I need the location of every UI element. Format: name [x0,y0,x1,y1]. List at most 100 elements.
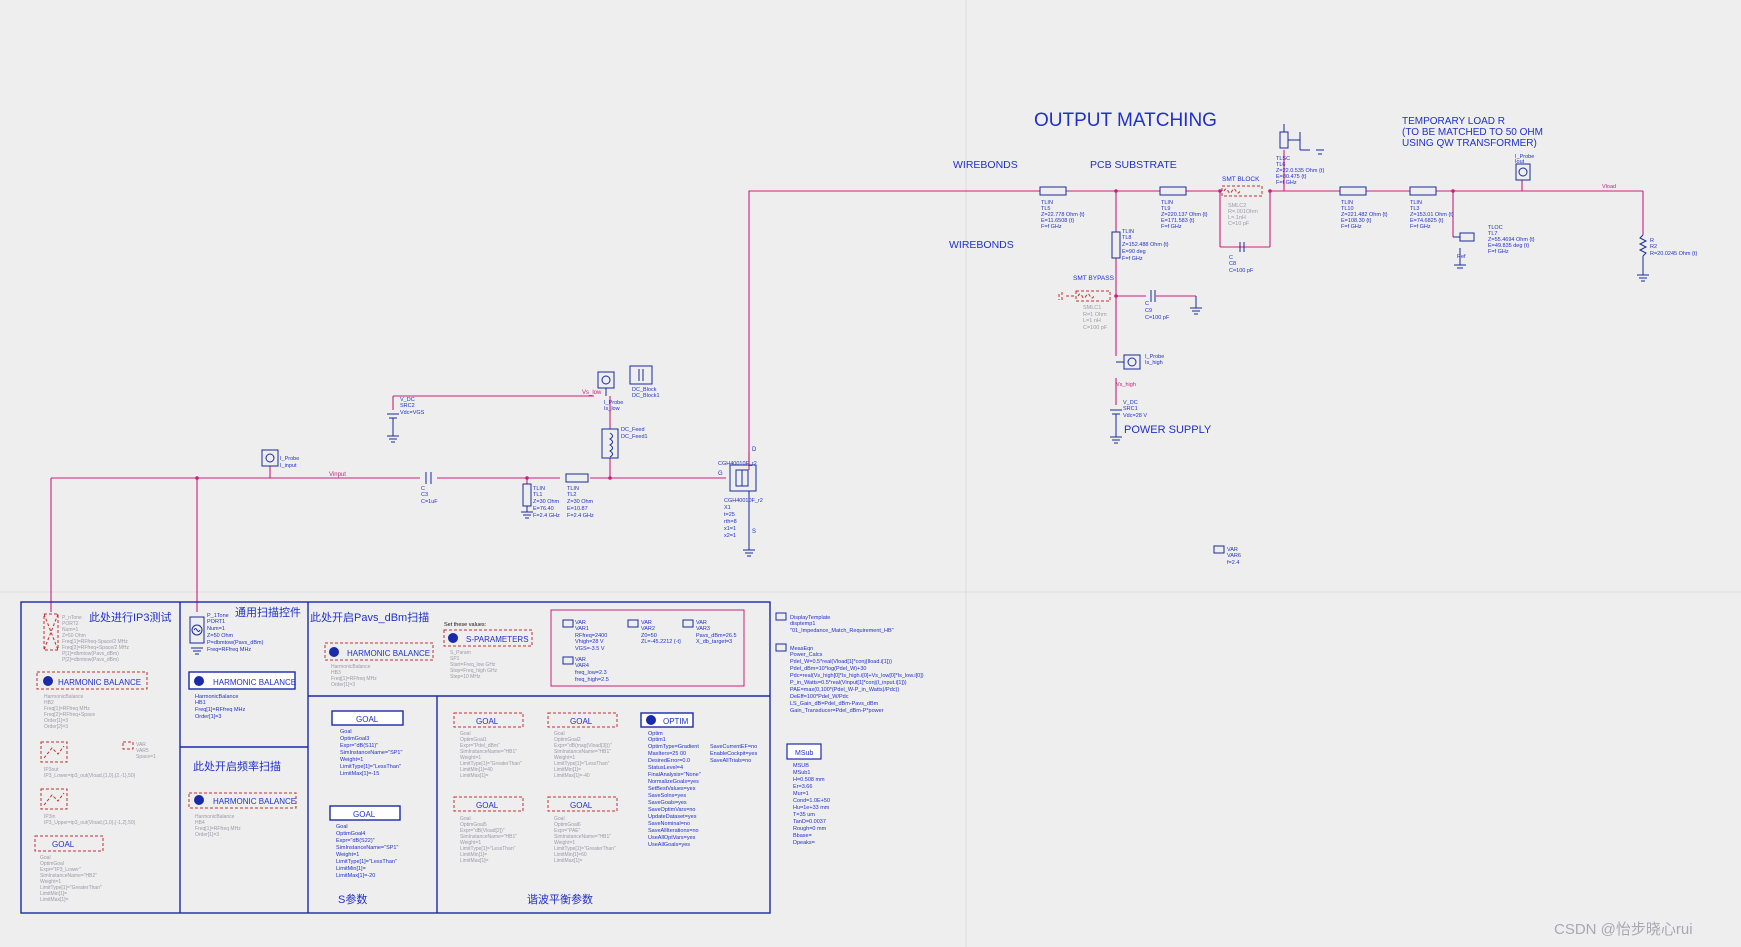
hb-pavs-button-disabled[interactable]: HARMONIC BALANCE HarmonicBalance HB3 Fre… [324,642,434,688]
svg-text:P[2]=dbmtow(Pavs_dBm): P[2]=dbmtow(Pavs_dBm) [62,657,119,663]
svg-text:Weight=1: Weight=1 [554,840,575,846]
svg-text:R: R [1650,238,1654,244]
svg-text:Space=1: Space=1 [136,754,156,760]
svg-text:Expr="dB(mag(Vload[3]))": Expr="dB(mag(Vload[3]))" [554,743,612,749]
c3-capacitor[interactable]: C C3 C=1uF [421,472,438,505]
tl9-component[interactable]: TLIN TL9 Z=220.137 Ohm {t} E=171.583 {t}… [1159,186,1208,230]
svg-text:H=0.508 mm: H=0.508 mm [793,777,825,783]
display-template-block[interactable]: DisplayTemplate disptemp1 "01_Impedance_… [775,612,894,634]
svg-text:P=dbmtow(Pavs_dBm): P=dbmtow(Pavs_dBm) [207,640,264,646]
smt-block-disabled[interactable]: SMLC2 R=.001Ohm L=.1nH C=10 pF [1221,185,1263,227]
svg-text:LimitMax[1]=: LimitMax[1]= [460,858,489,864]
svg-text:Z=30 Ohm: Z=30 Ohm [533,499,560,505]
iprobe-high[interactable]: I_Probe Is_high [1116,354,1164,370]
svg-text:VAR2: VAR2 [641,626,655,632]
c8-capacitor[interactable]: C C8 C=100 pF [1229,242,1254,274]
svg-text:OptimGoal3: OptimGoal3 [340,736,369,742]
hb-freq-button-disabled[interactable]: HARMONIC BALANCE HarmonicBalance HB4 Fre… [188,792,297,838]
meas-eqn-block[interactable]: MeasEqn Power_Calcs Pdel_W=0.5*real(Vloa… [775,643,924,714]
svg-text:Pavs_dBm=26.5: Pavs_dBm=26.5 [696,633,737,639]
svg-text:V_DC: V_DC [1123,400,1138,406]
svg-text:UpdateDataset=yes: UpdateDataset=yes [648,814,697,820]
junction-dots [1114,189,1455,298]
svg-text:PORT1: PORT1 [207,619,225,625]
svg-text:OptimGoal4: OptimGoal4 [336,831,365,837]
svg-text:VAR: VAR [575,620,586,626]
r2-resistor[interactable]: R R2 R=20.0245 Ohm {t} [1637,234,1697,282]
hb-main-button[interactable]: HARMONIC BALANCE HarmonicBalance HB1 Fre… [188,671,296,720]
svg-text:PORT2: PORT2 [62,621,79,627]
dc-feed[interactable]: DC_Feed DC_Feed1 [601,427,648,459]
vdc-src1[interactable]: V_DC SRC1 Vdc=28 V [1110,400,1147,444]
tl3-component[interactable]: TLIN TL3 Z=153.01 Ohm {t} E=74.6825 {t} … [1409,186,1454,230]
var2-block[interactable]: VAR VAR2 Z0=50 ZL=-45.2212 {-t} [627,619,681,645]
svg-text:Ref: Ref [1457,254,1466,260]
iprobe-out[interactable]: I_Probe Iout [1515,154,1534,181]
goal-s11-button[interactable]: GOAL Goal OptimGoal3 Expr="dB(S11)" SimI… [331,710,404,777]
ip3-meas-blocks-disabled[interactable]: IP3outIP3_Lower=ip3_out(Vload,{1,0},{2,-… [40,741,156,826]
tl10-component[interactable]: TLIN TL10 Z=221.482 Ohm {t} E=108.30 {t}… [1339,186,1388,230]
svg-text:TL5: TL5 [1041,206,1050,212]
svg-text:TLIN: TLIN [533,486,545,492]
svg-text:C: C [1229,255,1233,261]
tl5-component[interactable]: TLIN TL5 Z=22.778 Ohm {t} E=11.6508 {t} … [1039,186,1085,230]
svg-text:HarmonicBalance: HarmonicBalance [195,694,238,700]
goal-hb-4-disabled[interactable]: GOAL GoalOptimGoal6Expr="PAE"SimInstance… [547,796,618,864]
goal-hb-1-disabled[interactable]: GOAL GoalOptimGoal1Expr="Pdel_dBm"SimIns… [453,712,524,779]
tl8-component[interactable]: TLIN TL8 Z=152.488 Ohm {t} E=90 deg F=f … [1111,229,1169,262]
svg-text:E=10.87: E=10.87 [567,506,588,512]
goal-hb-2-disabled[interactable]: GOAL GoalOptimGoal2Expr="dB(mag(Vload[3]… [547,712,618,779]
svg-text:Dpeaks=: Dpeaks= [793,840,815,846]
vdc-src2[interactable]: V_DC SRC2 Vdc=VGS [387,397,425,443]
tl1-component[interactable]: TLIN TL1 Z=30 Ohm E=76.40 F=2.4 GHz [521,483,560,519]
svg-text:TL10: TL10 [1341,206,1354,212]
svg-text:HB2: HB2 [44,700,54,706]
svg-text:Optim: Optim [648,731,663,737]
iprobe-input[interactable]: I_Probe I_input [261,449,299,469]
s-parameters-button-disabled[interactable]: S-PARAMETERS S_Param SP1 Start=Freq_low … [443,629,533,680]
svg-text:LimitType[1]="LessThan": LimitType[1]="LessThan" [340,764,401,770]
svg-text:LimitMin[1]=60: LimitMin[1]=60 [554,852,587,858]
svg-text:C=100 pF: C=100 pF [1229,268,1254,274]
svg-text:VAR: VAR [696,620,707,626]
svg-text:C3: C3 [421,492,428,498]
tl6-component[interactable]: TLSC TL6 Z=22.0.535 Ohm {t} E=80.475 {t}… [1276,124,1324,186]
port1-source[interactable]: P_1Tone PORT1 Num=1 Z=50 Ohm P=dbmtow(Pa… [189,613,264,655]
goal-s22-button[interactable]: GOAL Goal OptimGoal4 Expr="dB(S22)" SimI… [329,805,401,879]
tl7-component[interactable]: Ref TLOC TL7 Z=55.4694 Ohm {t} E=49.835 … [1453,225,1535,269]
svg-text:LimitType[1]="GreaterThan": LimitType[1]="GreaterThan" [554,846,616,852]
svg-text:R=1 Ohm: R=1 Ohm [1083,312,1107,318]
svg-text:DC_Block1: DC_Block1 [632,393,660,399]
svg-text:Vdc=28 V: Vdc=28 V [1123,413,1147,419]
svg-text:ZL=-45.2212 {-t}: ZL=-45.2212 {-t} [641,639,681,645]
var3-block[interactable]: VAR VAR3 Pavs_dBm=26.5 X_db_target=3 [682,619,737,645]
goal-hb-3-disabled[interactable]: GOAL GoalOptimGoal5Expr="dB(Vload[2])"Si… [453,796,524,864]
dc-block[interactable]: DC_Block DC_Block1 [629,365,660,399]
msub-block[interactable]: MSub MSUB MSub1 H=0.508 mm Er=3.66 Mur=1… [786,743,830,846]
svg-text:Is_low: Is_low [604,406,620,412]
iprobe-low[interactable]: I_Probe Is_low [597,371,623,412]
wire-label-vs-low: Vs_low [582,390,602,396]
var4-block[interactable]: VAR VAR4 freq_low=2.3 freq_high=2.5 [562,656,609,683]
svg-text:Expr="IP3_Lower": Expr="IP3_Lower" [40,867,81,873]
var6-block[interactable]: VAR VAR6 f=2.4 [1213,545,1241,566]
transistor-x1[interactable]: G D S CGH40010F_r2 CGH40010F_r2 X1 t=25 … [718,447,763,557]
svg-text:SimInstanceName="HB1": SimInstanceName="HB1" [460,749,517,755]
smt-bypass-disabled[interactable]: SMLC1 R=1 Ohm L=1 nH C=100 pF [1058,290,1111,331]
tl2-component[interactable]: TLIN TL2 Z=30 Ohm E=10.87 F=2.4 GHz [565,473,594,519]
hb-ip3-button-disabled[interactable]: HARMONIC BALANCE HarmonicBalance HB2 Fre… [36,671,148,730]
svg-text:PAE=max(0,100*(Pdel_W-P_in_Wat: PAE=max(0,100*(Pdel_W-P_in_Watts)/Pdc)) [790,687,899,693]
panel-title-ip3: 此处进行IP3测试 [89,611,172,624]
set-values-label: Set these values: [444,622,487,628]
var1-block[interactable]: VAR VAR1 RFfreq=2400 Vhigh=28 V VGS=-3.5… [562,619,607,652]
optim-button[interactable]: OPTIM Optim Optim1 OptimType=Gradient Ma… [640,712,757,848]
svg-text:MSUB: MSUB [793,763,809,769]
svg-text:F=f GHz: F=f GHz [1122,256,1143,262]
svg-text:C=10 pF: C=10 pF [1228,221,1250,227]
heading-power-supply: POWER SUPPLY [1124,424,1212,436]
c9-capacitor[interactable]: C C9 C=100 pF [1145,290,1202,321]
svg-text:SaveAllIterations=no: SaveAllIterations=no [648,828,699,834]
